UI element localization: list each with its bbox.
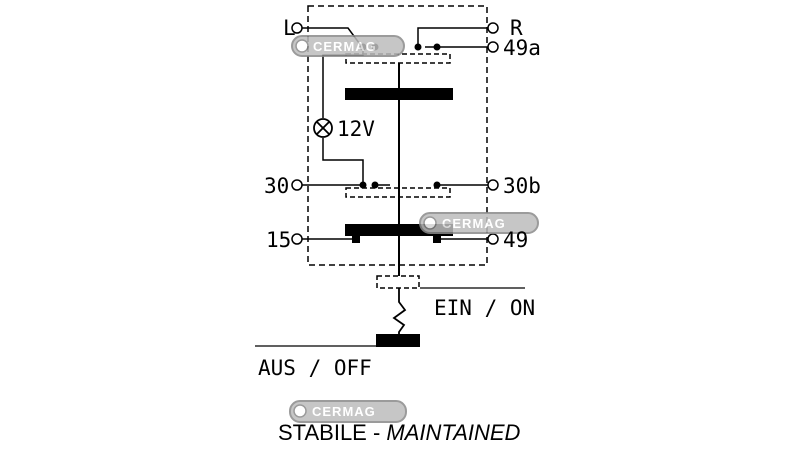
contact-block: [433, 235, 441, 243]
label-off-position: AUS / OFF: [258, 356, 372, 380]
wire-R: [417, 27, 488, 47]
middle-contact-box: [345, 187, 451, 198]
spring-icon: [392, 288, 407, 335]
contact-dot: [414, 43, 422, 51]
label-on-position: EIN / ON: [434, 296, 535, 320]
watermark-text: CERMAG: [313, 39, 377, 54]
label-R: R: [510, 16, 523, 40]
terminal-L: [291, 22, 303, 34]
contact-dot: [359, 181, 367, 189]
label-30: 30: [264, 174, 289, 198]
wire-lamp-lower: [322, 138, 364, 183]
label-lamp-voltage: 12V: [337, 117, 375, 141]
off-position-block: [376, 334, 420, 347]
terminal-49a: [487, 41, 499, 53]
watermark-text: CERMAG: [312, 404, 376, 419]
terminal-30: [291, 179, 303, 191]
cermag-watermark-middle: CERMAG: [419, 212, 539, 234]
caption-main: STABILE -: [278, 420, 386, 445]
terminal-49: [487, 233, 499, 245]
terminal-R: [487, 22, 499, 34]
terminal-15: [291, 233, 303, 245]
contact-block: [352, 235, 360, 243]
contact-dot: [433, 43, 441, 51]
caption-italic: MAINTAINED: [386, 420, 520, 445]
label-49a: 49a: [503, 36, 541, 60]
label-15: 15: [266, 228, 291, 252]
middle-contact-group: [302, 184, 488, 198]
label-L: L: [283, 16, 296, 40]
contact-dot: [433, 181, 441, 189]
detent-box: [376, 275, 420, 289]
contact-dot: [371, 181, 379, 189]
terminal-30b: [487, 179, 499, 191]
wire-lamp-upper: [322, 47, 364, 118]
label-49: 49: [503, 228, 528, 252]
watermark-text: CERMAG: [442, 216, 506, 231]
cermag-watermark-top: CERMAG: [291, 35, 405, 57]
cermag-watermark-bottom: CERMAG: [289, 400, 407, 423]
label-30b: 30b: [503, 174, 541, 198]
caption: STABILE - MAINTAINED: [278, 420, 521, 445]
lamp-icon: [313, 118, 333, 138]
